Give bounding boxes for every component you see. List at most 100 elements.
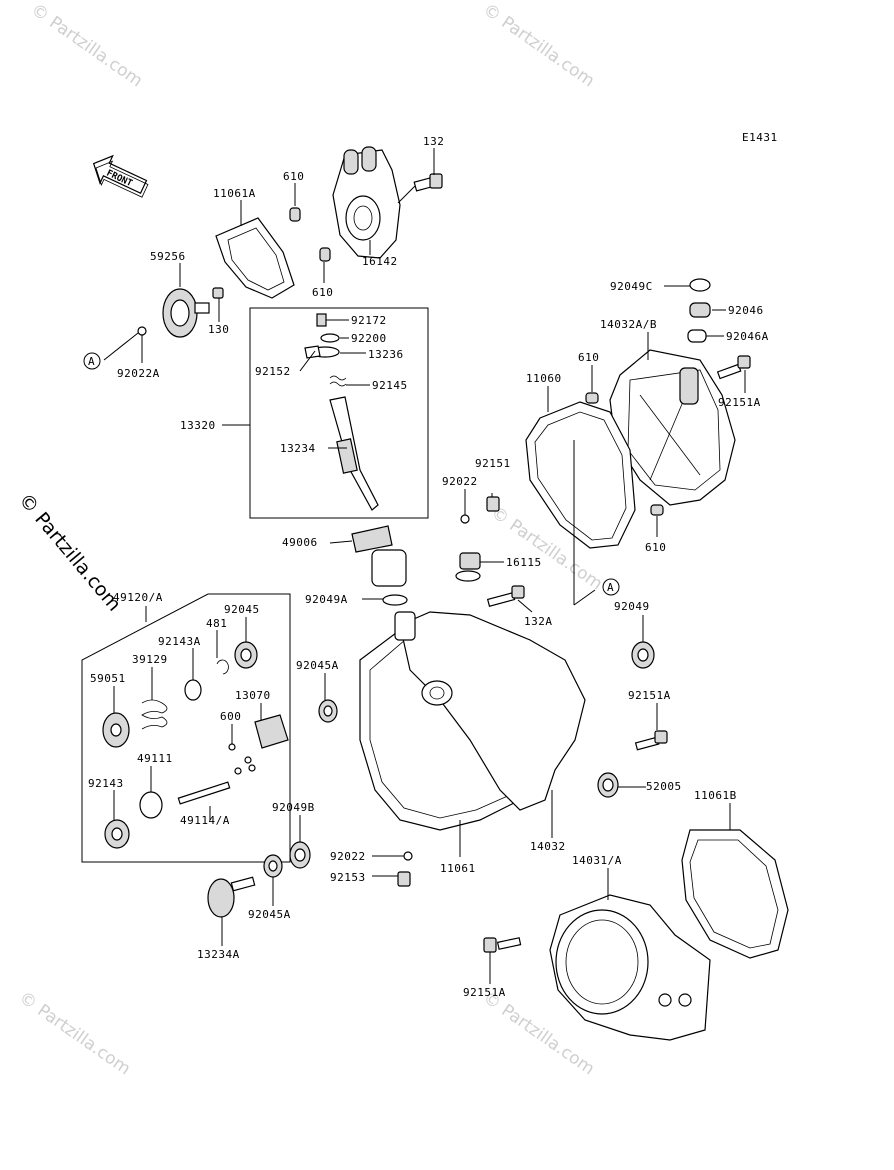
cap-92049C [689,278,711,292]
label-49120A: 49120/A [113,591,163,604]
side-watermark: © Partzilla.com [14,489,125,615]
bolt-92151 [486,496,500,512]
dowel-610-b [319,247,331,262]
seal-92045A-mid [318,699,338,723]
label-610-d: 610 [645,541,666,554]
gasket-11060 [525,401,636,549]
bolt-92151A-bot [483,937,522,953]
label-52005: 52005 [646,780,682,793]
bolt-132 [413,173,443,192]
water-pump-housing [332,146,401,259]
diagram-code: E1431 [742,131,778,144]
plug-52005 [597,772,619,798]
label-92151: 92151 [475,457,511,470]
label-130: 130 [208,323,229,336]
watermark-top-left: © Partzilla.com [27,0,146,91]
label-132: 132 [423,135,444,148]
label-92049A: 92049A [305,593,348,606]
label-13234: 13234 [280,442,316,455]
label-610-b: 610 [312,286,333,299]
cover-14032 [394,611,586,811]
label-132A: 132A [524,615,553,628]
label-92022A: 92022A [117,367,160,380]
front-arrow: FRONT [92,154,149,198]
label-92046: 92046 [728,304,764,317]
label-92143: 92143 [88,777,124,790]
label-49114A: 49114/A [180,814,230,827]
seal-92045A-bot [263,854,283,878]
label-13320: 13320 [180,419,216,432]
bolt-92153 [397,871,411,887]
label-92022: 92022 [442,475,478,488]
assembly-box-49120A [81,593,291,863]
label-59256: 59256 [150,250,186,263]
callout-a-circle [83,352,101,370]
label-92151A-top: 92151A [718,396,761,409]
callout-a2-circle [602,578,620,596]
part-labels: 132 11061A 610 16142 610 59256 130 92022… [83,135,768,999]
washer-92022 [460,514,470,524]
callout-a2: A [607,581,614,594]
label-59051: 59051 [90,672,126,685]
label-92172: 92172 [351,314,387,327]
label-13234A: 13234A [197,948,240,961]
label-92200: 92200 [351,332,387,345]
label-600: 600 [220,710,241,723]
callout-a: A [88,355,95,368]
label-92151A-mid: 92151A [628,689,671,702]
clutch-cover-14032AB [609,349,736,506]
label-11061A: 11061A [213,187,256,200]
label-92143A: 92143A [158,635,201,648]
bolt-132A [486,585,525,607]
governor-parts [304,313,379,511]
label-92045A-bot: 92045A [248,908,291,921]
lever-49006 [351,525,407,587]
label-49006: 49006 [282,536,318,549]
label-49111: 49111 [137,752,173,765]
dowel-610-c [585,392,599,404]
label-92049C: 92049C [610,280,653,293]
label-39129: 39129 [132,653,168,666]
label-92049B: 92049B [272,801,315,814]
impeller-59256 [162,288,210,338]
label-92152: 92152 [255,365,291,378]
label-14031A: 14031/A [572,854,622,867]
label-92045: 92045 [224,603,260,616]
cover-14031A [549,894,711,1041]
oring-92049A [382,594,408,606]
gasket-11061A [215,217,295,299]
bearing-92049B [289,841,311,869]
label-14032AB: 14032A/B [600,318,657,331]
label-13070: 13070 [235,689,271,702]
leader-lines [103,148,746,984]
label-610-c: 610 [578,351,599,364]
label-11061B: 11061B [694,789,737,802]
dowel-610-d [650,504,664,516]
dowel-610-a [289,207,301,222]
bolt-92151A-mid [634,730,668,751]
label-92153: 92153 [330,871,366,884]
label-16115: 16115 [506,556,542,569]
label-11061: 11061 [440,862,476,875]
gear-13234A [207,876,256,918]
kickstarter-parts [102,641,289,849]
watermark-bottom-left: © Partzilla.com [15,988,134,1080]
bolt-92151A-top [716,355,751,380]
washer-92022A [137,326,147,336]
label-92022-b: 92022 [330,850,366,863]
assembly-box-13320 [249,307,429,519]
gasket-11061B [681,829,789,959]
label-92145: 92145 [372,379,408,392]
label-92045A-mid: 92045A [296,659,339,672]
seal-92049 [631,641,655,669]
label-92151A-bot: 92151A [463,986,506,999]
label-481: 481 [206,617,227,630]
cap-92046A [687,329,707,343]
washer-92022-b [403,851,413,861]
watermark-top-right: © Partzilla.com [479,0,598,91]
label-16142: 16142 [362,255,398,268]
bolt-130 [212,287,224,299]
plug-92046 [689,302,711,318]
label-610-a: 610 [283,170,304,183]
